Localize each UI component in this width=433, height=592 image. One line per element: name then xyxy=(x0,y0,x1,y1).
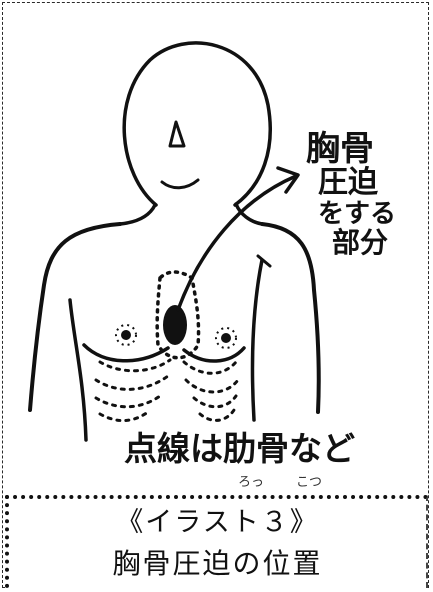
ribs-left-dotted xyxy=(96,360,170,421)
ribs-right-dotted xyxy=(184,362,238,420)
neck-left xyxy=(120,205,155,224)
right-shoulder-arm xyxy=(262,224,319,412)
left-inner-arm xyxy=(70,300,86,440)
furigana-kotsu: こつ xyxy=(296,475,322,490)
right-inner-arm xyxy=(252,260,262,420)
caption-subtitle: 胸骨圧迫の位置 xyxy=(112,543,322,585)
right-pectoral xyxy=(184,348,244,361)
left-nipple xyxy=(116,325,136,345)
callout-arrow xyxy=(178,176,296,310)
left-shoulder-arm xyxy=(30,224,120,410)
callout-label-line2: 圧迫 xyxy=(318,165,379,200)
chin-line xyxy=(162,180,198,188)
nose xyxy=(170,122,184,146)
chest-compression-illustration: 胸骨 圧迫 をする 部分 点線は肋骨など ろっ こつ xyxy=(0,0,433,492)
dotted-line-note: 点線は肋骨など xyxy=(124,429,355,468)
compression-point xyxy=(163,305,187,345)
callout-label-line1: 胸骨 xyxy=(306,129,374,169)
callout-label-line3: をする xyxy=(318,199,396,229)
callout-label-line4: 部分 xyxy=(332,226,388,259)
caption-box: 《イラスト３》 胸骨圧迫の位置 xyxy=(5,495,428,588)
left-pectoral xyxy=(84,345,168,361)
caption-title: 《イラスト３》 xyxy=(116,503,318,543)
right-nipple xyxy=(216,328,236,348)
furigana-ro: ろっ xyxy=(238,475,264,490)
